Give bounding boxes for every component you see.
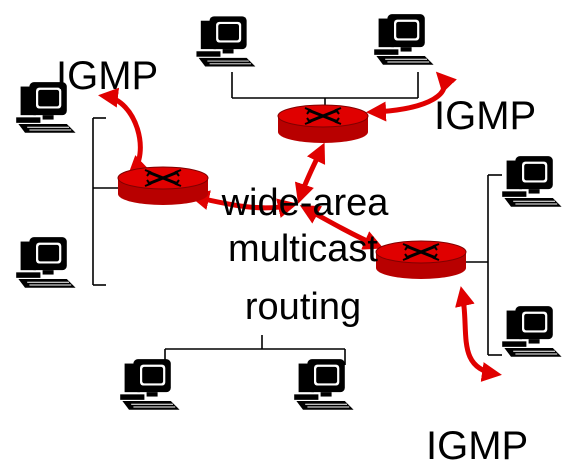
igmp-label-left: IGMP: [56, 54, 159, 98]
host-computer-icon: [15, 236, 77, 289]
wan-arrow-left: [189, 190, 298, 218]
igmp-arrow-left: [98, 87, 150, 177]
igmp-arrow-top: [366, 71, 457, 122]
lan-right-wires: [466, 174, 502, 356]
host-computer-icon: [501, 305, 563, 358]
router-right: [375, 240, 467, 279]
host-computer-icon: [119, 358, 181, 411]
host-computer-icon: [195, 15, 256, 68]
router-left: [117, 166, 209, 205]
igmp-label-top-right: IGMP: [434, 94, 537, 138]
host-computer-icon: [373, 13, 435, 66]
wan-arrow-right: [299, 205, 384, 250]
wan-label-line3: routing: [244, 286, 362, 328]
wan-arrow-top: [294, 142, 326, 204]
wan-label-line2: multicast: [228, 228, 378, 270]
igmp-label-bottom-right: IGMP: [426, 424, 529, 464]
lan-left-wires: [92, 117, 118, 286]
router-top: [277, 104, 369, 143]
igmp-arrow-right: [455, 286, 502, 382]
host-computer-icon: [293, 358, 355, 411]
host-computer-icon: [501, 155, 563, 208]
wan-label-line1: wide-area: [221, 182, 389, 224]
